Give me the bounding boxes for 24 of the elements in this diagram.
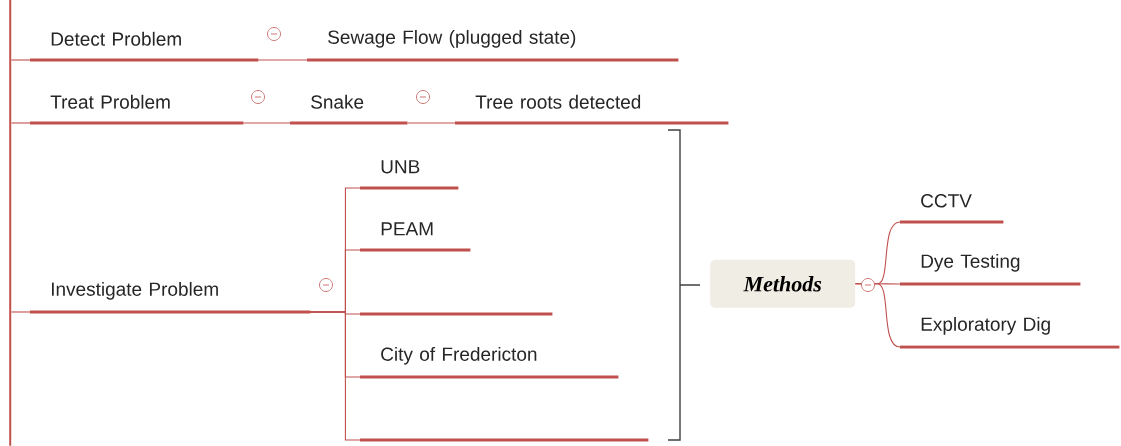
topic-label: Snake — [290, 94, 408, 125]
topic-bar — [360, 438, 649, 442]
connector-line — [854, 283, 901, 348]
topic-label: City of Fredericton — [360, 346, 619, 379]
connector-line — [309, 311, 361, 441]
topic-label: Sewage Flow (plugged state) — [307, 29, 679, 62]
topic-bar — [360, 312, 553, 316]
central-topic-box: Methods — [710, 259, 856, 308]
topic-label: PEAM — [360, 222, 471, 252]
trunk-line — [9, 0, 12, 446]
topic-label: Tree roots detected — [455, 94, 729, 125]
topic-label: Dye Testing — [900, 253, 1081, 286]
connector-line — [242, 122, 291, 124]
topic-label: Treat Problem — [30, 94, 244, 125]
topic-label: CCTV — [900, 194, 1004, 224]
connector-line — [10, 59, 31, 61]
topic-label: UNB — [360, 160, 459, 190]
connector-line — [10, 122, 31, 124]
connector-line — [406, 122, 456, 124]
connector-line — [257, 59, 308, 61]
topic-label: Exploratory Dig — [900, 316, 1120, 349]
topic-label: Investigate Problem — [30, 281, 311, 314]
topic-label: Detect Problem — [30, 31, 259, 62]
connector-line — [10, 311, 31, 313]
